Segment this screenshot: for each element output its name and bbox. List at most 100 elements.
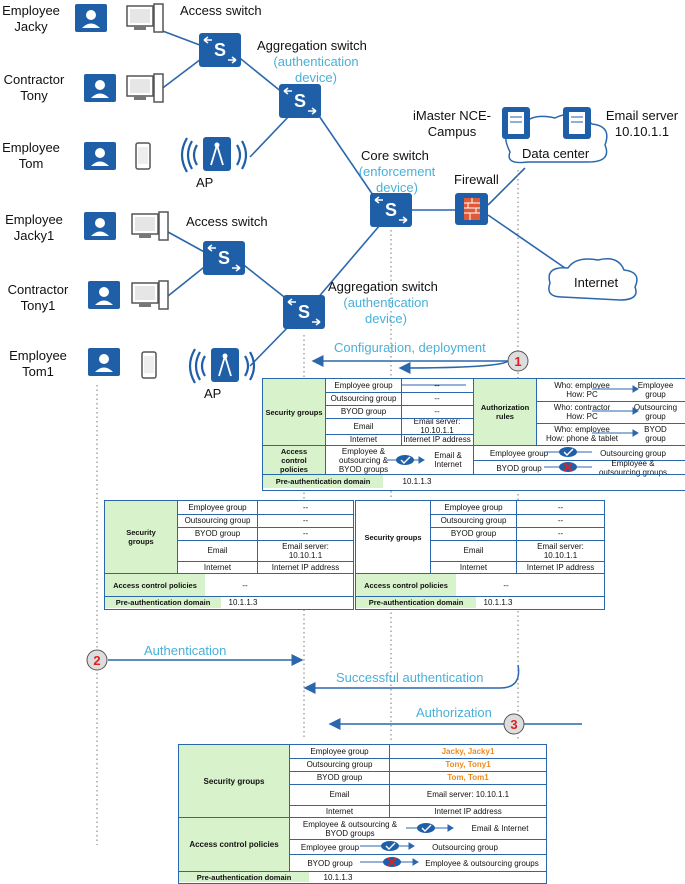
access-control-header: Access control policies [105,574,205,596]
flow-arrows [108,355,582,730]
policy-source: Employee group [300,842,360,852]
firewall-label: Firewall [454,172,499,187]
pre-auth-header: Pre-authentication domain [263,475,383,488]
pc-icon [131,280,169,310]
user-icon [84,212,116,240]
step-circle: 3 [503,713,525,735]
user-icon [88,281,120,309]
authentication-label: Authentication [144,643,227,658]
firewall-icon [455,193,488,225]
email-server-label: Email server 10.10.1.1 [605,108,679,139]
group-name: Employee group [444,503,503,512]
device-role-label: (authentication device) [343,295,429,326]
policy-table-top: Security groups Employee group -- Outsou… [262,378,685,491]
internet-label: Internet [574,275,619,290]
pc-icon [126,73,164,103]
pre-auth-value: 10.1.1.3 [323,872,353,882]
access-control-value: -- [503,580,509,590]
allow-icon [381,841,399,851]
group-name: Internet [459,562,488,572]
svg-text:2: 2 [93,653,100,668]
deny-icon [383,857,401,867]
policy-destination: Outsourcing group [432,842,498,852]
success-label: Successful authentication [336,670,484,685]
imaster-label: iMaster NCE- Campus [412,108,491,139]
user-icon [75,4,107,32]
group-name: BYOD group [450,529,497,538]
device-role-label: (enforcement device) [358,164,436,195]
svg-text:3: 3 [510,717,517,732]
group-value: Email server: 10.10.1.1 [282,541,329,560]
server-icon [502,107,530,139]
rule-who: Who: employee How: PC [554,381,610,399]
access-switch-label: Access switch [186,214,268,229]
ap-label: AP [204,386,222,401]
group-name: BYOD group [340,407,387,416]
policy-destination: Email & Internet [471,824,529,833]
deny-icon [559,462,577,472]
pre-auth-header: Pre-authentication domain [179,872,309,882]
group-value: -- [434,407,440,416]
user-label: Employee Tom [2,140,60,171]
access-switch-icon [202,240,246,276]
group-name: Email [207,546,228,555]
group-value: Internet IP address [434,806,502,816]
allow-icon [559,447,577,457]
policy-source: BYOD group [307,858,353,868]
svg-text:1: 1 [514,354,521,369]
internet-cloud [548,258,638,301]
access-switch-label: Access switch [180,3,262,18]
group-value: Internet IP address [271,562,340,572]
group-value: -- [302,503,309,512]
group-members: Tony, Tony1 [445,760,491,769]
group-members: Tom, Tom1 [447,773,489,782]
group-name: Outsourcing group [440,516,507,525]
group-value: -- [557,516,564,525]
group-name: Employee group [188,503,247,512]
group-name: Internet [325,806,354,816]
pre-auth-value: 10.1.1.3 [402,477,432,486]
authorization-label: Authorization [416,705,492,720]
user-label: Contractor Tony1 [7,282,69,313]
allow-icon [396,455,414,465]
group-value: Email server: 10.10.1.1 [537,541,584,560]
group-value: Email server: 10.10.1.1 [413,417,461,435]
pre-auth-header: Pre-authentication domain [356,597,476,608]
group-name: Email [463,546,484,555]
group-value: Internet IP address [403,435,471,444]
policy-source: BYOD group [496,463,542,473]
group-name: Internet [349,435,378,444]
step-circle: 2 [86,649,108,671]
group-value: -- [557,529,564,538]
rule-group: Employee group [637,381,674,399]
link-lines [159,29,566,367]
aggregation-switch-icon [278,83,322,119]
data-center-label: Data center [522,146,590,161]
group-members: Jacky, Jacky1 [441,747,495,756]
policy-source: Employee & outsourcing & BYOD groups [302,819,398,838]
aggregation-switch-label: Aggregation switch [328,279,438,294]
access-control-header: Access control policies [179,818,289,871]
device-role-label: (authentication device) [273,54,359,85]
access-control-value: -- [242,580,248,590]
group-value: -- [434,394,440,403]
allow-icon [417,823,435,833]
ap-label: AP [196,175,214,190]
security-groups-header: Security groups [263,379,325,445]
core-switch-icon [369,192,413,228]
policy-arrows-top [387,384,639,472]
user-label: Employee Tom1 [9,348,67,379]
group-name: Employee group [310,747,369,756]
server-icon [563,107,591,139]
ap-icon [188,346,256,385]
group-value: Email server: 10.10.1.1 [426,790,510,799]
user-label: Employee Jacky1 [5,212,63,243]
phone-icon [135,142,151,170]
user-icon [84,142,116,170]
access-control-header: Access control policies [356,574,456,596]
security-groups-header: Security groups [105,501,177,573]
user-label: Employee Jacky [2,3,60,34]
rule-group: BYOD group [644,425,667,443]
aggregation-switch-label: Aggregation switch [257,38,367,53]
